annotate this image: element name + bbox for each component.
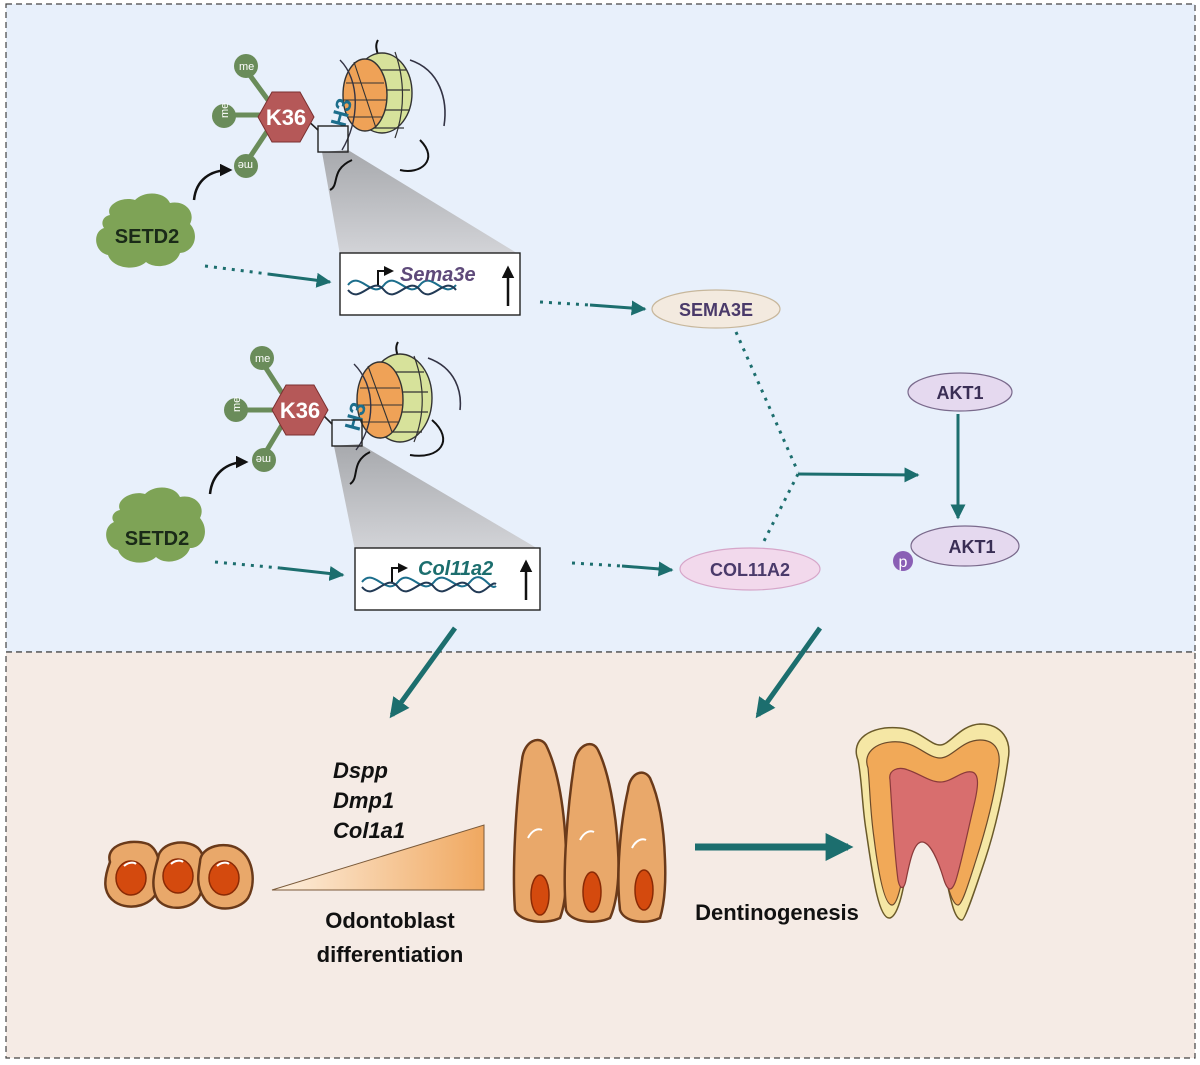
- zoom-box: [317, 125, 349, 153]
- methyl-icon: [234, 54, 258, 78]
- me-label: me: [231, 397, 243, 412]
- me-label: me: [238, 159, 253, 171]
- arrow-down-left: [389, 626, 458, 719]
- me-label: me: [256, 453, 271, 465]
- odontoblast-label-line1: Odontoblast: [325, 908, 455, 933]
- gene-dmp1: Dmp1: [333, 788, 394, 813]
- odontoblast-label-line2: differentiation: [317, 942, 464, 967]
- zoom-cone: [322, 150, 520, 255]
- sema3e-protein: [651, 289, 781, 329]
- methyl-icon: [212, 104, 236, 128]
- akt1-label: AKT1: [936, 383, 983, 403]
- methyl-icon: [250, 346, 274, 370]
- gene-dspp: Dspp: [333, 758, 388, 783]
- methylation-arrow: [208, 455, 249, 495]
- sema3e-label: SEMA3E: [679, 300, 753, 320]
- p-akt1-label: AKT1: [948, 537, 995, 557]
- akt1-protein: [907, 372, 1013, 412]
- methyl-icon: [224, 398, 248, 422]
- top-module: H3 me me me K36 SETD2 Sema3e: [96, 39, 781, 329]
- gene-box-sema3e: [339, 252, 521, 316]
- gene-col1a1: Col1a1: [333, 818, 405, 843]
- methyl-icon: [252, 448, 276, 472]
- precursor-cells: [104, 840, 254, 910]
- dentinogenesis-label: Dentinogenesis: [695, 900, 859, 925]
- setd2-blob: [106, 487, 205, 563]
- gene-label-col11a2: Col11a2: [418, 558, 493, 580]
- me-label: me: [219, 103, 231, 118]
- nucleosome: H3: [331, 341, 462, 485]
- setd2-blob: [96, 193, 195, 268]
- col11a2-protein: [679, 547, 821, 591]
- phosphate-icon: [893, 551, 913, 571]
- gene-list: Dspp Dmp1 Col1a1: [333, 758, 405, 843]
- k36-hexagon: [257, 91, 315, 143]
- nucleosome: H3: [317, 39, 446, 191]
- setd2-label: SETD2: [115, 226, 179, 248]
- bottom-module: H3 me me me K36 SETD2 Col11a2 COL11A2: [106, 341, 821, 611]
- odontoblast-cells: [512, 738, 667, 923]
- tss-arrow-icon: [391, 563, 408, 582]
- expression-gradient: [271, 824, 485, 891]
- tss-arrow-icon: [377, 266, 394, 285]
- methyl-icon: [234, 154, 258, 178]
- arrow-down-right: [755, 626, 823, 719]
- phospho-label: p: [899, 554, 908, 571]
- k36-label: K36: [280, 398, 320, 423]
- me-label: me: [239, 61, 254, 73]
- akt-branch: AKT1 AKT1 p: [734, 331, 1020, 571]
- col11a2-label: COL11A2: [710, 560, 790, 580]
- zoom-box: [331, 419, 363, 447]
- zoom-cone: [334, 444, 540, 550]
- methylation-arrow: [192, 163, 233, 201]
- gene-label-sema3e: Sema3e: [400, 264, 476, 286]
- setd2-label: SETD2: [125, 528, 189, 550]
- k36-hexagon: [271, 384, 329, 436]
- k36-label: K36: [266, 105, 306, 130]
- me-label: me: [255, 353, 270, 365]
- tooth-icon: [855, 723, 1010, 921]
- p-akt1-protein: [910, 525, 1020, 567]
